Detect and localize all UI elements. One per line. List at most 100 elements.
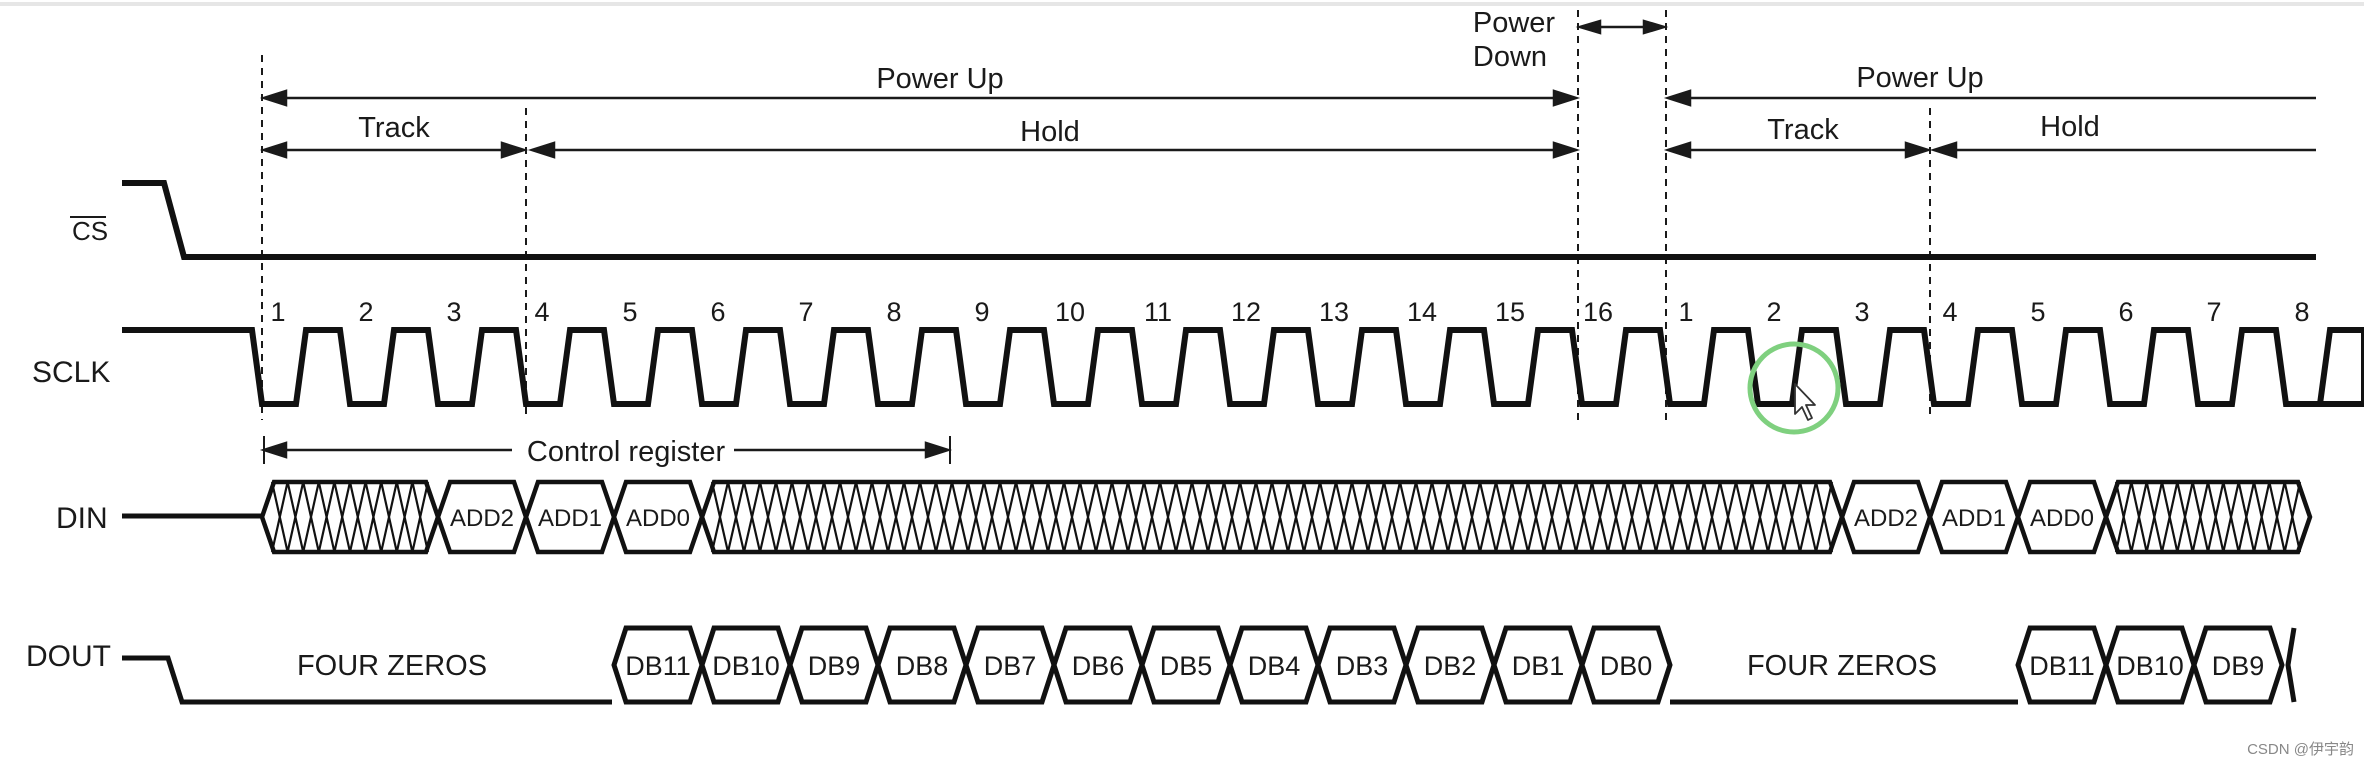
hold-label-2: Hold — [2040, 111, 2100, 143]
sclk-clock-number: 6 — [2118, 297, 2133, 327]
sclk-clock-number: 13 — [1319, 297, 1349, 327]
cursor-highlight-ring — [1747, 341, 1841, 435]
arrowhead — [1904, 141, 1933, 159]
dout-data-label: DB6 — [1072, 651, 1125, 681]
arrowhead — [1663, 89, 1692, 107]
cs-label: CS — [72, 216, 108, 246]
arrowhead — [259, 89, 288, 107]
din-address-label: ADD0 — [626, 505, 690, 532]
arrowhead — [1552, 89, 1581, 107]
sclk-clock-number: 1 — [1678, 297, 1693, 327]
sclk-waveform — [122, 327, 2364, 407]
din-dont-care-cell — [259, 479, 441, 555]
dout-bus: FOUR ZEROS DB11 DB10 DB9 DB8 DB7 DB6 DB5 DB4 DB3 D… — [122, 625, 2297, 705]
sclk-clock-number: 8 — [886, 297, 901, 327]
track-label-2: Track — [1767, 114, 1839, 146]
dout-data-label: DB2 — [1424, 651, 1477, 681]
sclk-clock-number: 1 — [270, 297, 285, 327]
sclk-clock-number: 3 — [446, 297, 461, 327]
sclk-clock-number: 5 — [622, 297, 637, 327]
sclk-clock-number: 3 — [1854, 297, 1869, 327]
sclk-clock-number: 14 — [1407, 297, 1437, 327]
din-address-label: ADD2 — [1854, 505, 1918, 532]
sclk-clock-number: 15 — [1495, 297, 1525, 327]
arrowhead — [924, 441, 953, 459]
sclk-clock-number: 12 — [1231, 297, 1261, 327]
signal-labels: CS SCLK DIN DOUT — [26, 216, 111, 673]
dout-data-label: DB9 — [808, 651, 861, 681]
phase-labels: Power Up Power Down Power Up Track Hold … — [358, 7, 2100, 468]
sclk-label: SCLK — [32, 356, 110, 389]
sclk-clock-number: 4 — [1942, 297, 1957, 327]
dout-low-line — [122, 655, 612, 705]
arrowhead — [259, 441, 288, 459]
sclk-clock-number: 16 — [1583, 297, 1613, 327]
dout-four-zeros-label: FOUR ZEROS — [297, 650, 487, 682]
dout-data-label: DB1 — [1512, 651, 1565, 681]
hold-label-1: Hold — [1020, 116, 1080, 148]
dout-data-label: DB4 — [1248, 651, 1301, 681]
arrowhead — [1663, 141, 1692, 159]
arrowhead — [1575, 19, 1602, 35]
sclk-clock-number: 6 — [710, 297, 725, 327]
dout-four-zeros-label: FOUR ZEROS — [1747, 650, 1937, 682]
power-down-label-line2: Down — [1473, 41, 1547, 73]
dout-data-label: DB10 — [2116, 651, 2184, 681]
din-cross-hatch — [270, 481, 430, 553]
track-label-1: Track — [358, 112, 430, 144]
control-register-label: Control register — [527, 436, 726, 468]
din-dont-care-cell — [2103, 479, 2313, 555]
din-label: DIN — [56, 502, 108, 535]
power-down-label-line1: Power — [1473, 7, 1556, 39]
din-address-label: ADD1 — [538, 505, 602, 532]
din-address-label: ADD0 — [2030, 505, 2094, 532]
watermark: CSDN @伊宇韵 — [2247, 741, 2354, 758]
dout-data-cell — [1579, 625, 1673, 705]
arrowhead — [500, 141, 529, 159]
sclk-clock-number: 5 — [2030, 297, 2045, 327]
sclk-clock-number: 2 — [1766, 297, 1781, 327]
dout-data-label: DB8 — [896, 651, 949, 681]
dout-data-label: DB9 — [2212, 651, 2265, 681]
sclk-clock-number: 8 — [2294, 297, 2309, 327]
cs-waveform — [122, 180, 2316, 260]
din-cell-outline — [699, 479, 1845, 555]
din-cell-outline — [2103, 479, 2313, 555]
control-register-label-bg — [512, 430, 734, 468]
dout-label: DOUT — [26, 640, 111, 673]
dout-data-label: DB10 — [712, 651, 780, 681]
arrowhead — [527, 141, 556, 159]
arrowhead — [1642, 19, 1669, 35]
dout-data-cell — [2191, 625, 2285, 705]
sclk-clock-number: 7 — [2206, 297, 2221, 327]
sclk-clock-number: 9 — [974, 297, 989, 327]
din-address-label: ADD2 — [450, 505, 514, 532]
din-bus: ADD2 ADD1 ADD0 ADD2 ADD1 ADD0 — [259, 479, 2313, 555]
dout-data-label: DB0 — [1600, 651, 1653, 681]
dout-data-label: DB7 — [984, 651, 1037, 681]
arrowhead — [1552, 141, 1581, 159]
sclk-clock-number: 7 — [798, 297, 813, 327]
din-address-label: ADD1 — [1942, 505, 2006, 532]
sclk-clock-number: 4 — [534, 297, 549, 327]
power-up-label-2: Power Up — [1856, 62, 1983, 94]
dout-data-label: DB11 — [625, 651, 691, 681]
dout-transition-edge — [2285, 627, 2297, 703]
phase-arrows — [259, 19, 2316, 459]
din-cross-hatch — [710, 481, 1834, 553]
din-cross-hatch — [2114, 481, 2302, 553]
sclk-clock-number: 10 — [1055, 297, 1085, 327]
din-cell-outline — [259, 479, 441, 555]
mouse-pointer-icon — [1794, 383, 1816, 421]
sclk-clock-number: 2 — [358, 297, 373, 327]
arrowhead — [1929, 141, 1958, 159]
dout-data-label: DB11 — [2029, 651, 2095, 681]
sclk-clock-number: 11 — [1144, 297, 1172, 327]
phase-markers — [261, 10, 1931, 420]
dout-data-label: DB3 — [1336, 651, 1389, 681]
din-dont-care-cell — [699, 479, 1845, 555]
power-up-label-1: Power Up — [876, 63, 1003, 95]
dout-data-label: DB5 — [1160, 651, 1213, 681]
